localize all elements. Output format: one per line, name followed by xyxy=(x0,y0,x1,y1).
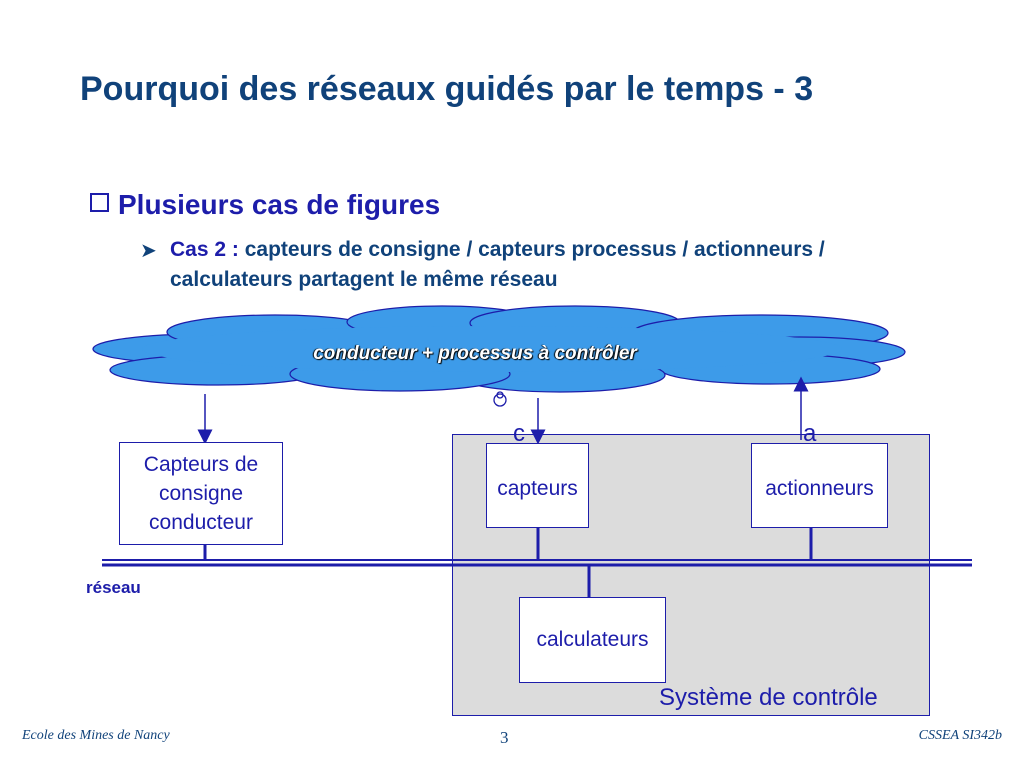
box-capteurs-label: capteurs xyxy=(497,477,578,500)
bullet-level2-lead: Cas 2 : xyxy=(170,238,239,261)
arrow-bullet-icon: ➤ xyxy=(140,240,157,262)
box-actionneurs: actionneurs xyxy=(751,443,888,528)
footer-page-number: 3 xyxy=(500,728,509,747)
bullet-level2: Cas 2 : capteurs de consigne / capteurs … xyxy=(170,235,850,295)
bullet-level1: Plusieurs cas de figures xyxy=(90,189,440,221)
cloud-core xyxy=(142,326,842,372)
connector-circle-icon xyxy=(493,391,507,407)
slide-title: Pourquoi des réseaux guidés par le temps… xyxy=(80,70,814,108)
box-capteurs: capteurs xyxy=(486,443,589,528)
box-consigne-line2: consigne xyxy=(158,482,244,505)
square-bullet-icon xyxy=(90,193,109,212)
box-calculateurs: calculateurs xyxy=(519,597,666,683)
footer-course: CSSEA SI342b xyxy=(918,728,1002,743)
network-label: réseau xyxy=(86,578,141,597)
label-a: a xyxy=(803,420,817,447)
system-label: Système de contrôle xyxy=(659,684,878,711)
label-c: c xyxy=(513,420,525,447)
box-consigne-line1: Capteurs de xyxy=(143,453,259,476)
box-consigne-line3: conducteur xyxy=(149,511,253,534)
footer-school: Ecole des Mines de Nancy xyxy=(22,728,170,743)
cloud-label: conducteur + processus à contrôler xyxy=(313,343,637,364)
bullet-level1-text: Plusieurs cas de figures xyxy=(118,189,441,220)
box-actionneurs-label: actionneurs xyxy=(765,477,874,500)
box-capteurs-consigne: Capteurs de consigne conducteur xyxy=(119,442,283,545)
bullet-level2-text: capteurs de consigne / capteurs processu… xyxy=(170,238,825,291)
box-calculateurs-label: calculateurs xyxy=(536,628,649,651)
